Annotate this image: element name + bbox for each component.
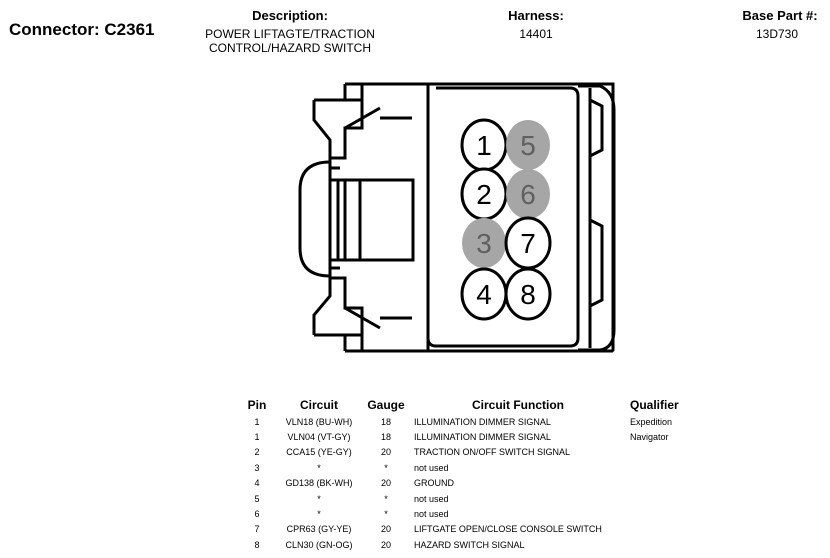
pin-7-cavity: 7 — [504, 216, 552, 270]
table-row: 4 GD138 (BK-WH) 20 GROUND — [238, 476, 694, 491]
cell-pin: 2 — [254, 447, 260, 458]
header-qualifier: Qualifier — [630, 398, 679, 412]
cell-function: ILLUMINATION DIMMER SIGNAL — [414, 416, 551, 427]
pin-8-label: 8 — [520, 279, 536, 310]
cell-gauge: * — [384, 462, 388, 473]
cell-gauge: 20 — [380, 539, 391, 550]
cell-qualifier — [626, 506, 694, 521]
cell-function: GROUND — [414, 478, 454, 489]
harness-value: 14401 — [519, 27, 553, 41]
description-line-2: CONTROL/HAZARD SWITCH — [209, 41, 371, 55]
cell-qualifier: Navigator — [630, 432, 669, 443]
cell-function: LIFTGATE OPEN/CLOSE CONSOLE SWITCH — [414, 524, 602, 535]
cell-qualifier — [626, 522, 694, 537]
cell-gauge: 18 — [380, 432, 391, 443]
header-gauge: Gauge — [367, 398, 405, 412]
connector-face-diagram: 1 2 3 4 5 6 7 8 — [298, 82, 616, 353]
cell-pin: 6 — [254, 509, 260, 520]
cell-pin: 4 — [254, 478, 260, 489]
connector-title: Connector: C2361 — [9, 20, 155, 39]
cell-circuit: CPR63 (GY-YE) — [286, 524, 352, 535]
pin-5-cavity: 5 — [506, 120, 550, 170]
header-circuit: Circuit — [299, 398, 338, 412]
pin-4-cavity: 4 — [460, 267, 508, 321]
cell-qualifier — [626, 460, 694, 475]
pin-7-label: 7 — [520, 228, 536, 259]
cell-circuit: * — [317, 509, 321, 520]
table-row: 6 * * not used — [238, 506, 694, 521]
header-circuit-function: Circuit Function — [472, 398, 564, 412]
cell-pin: 8 — [254, 539, 260, 550]
cell-gauge: 20 — [380, 524, 391, 535]
pin-5-label: 5 — [520, 130, 536, 161]
cell-circuit: * — [317, 462, 321, 473]
pin-1-cavity: 1 — [460, 118, 508, 172]
table-row: 5 * * not used — [238, 491, 694, 506]
cell-circuit: VLN18 (BU-WH) — [285, 416, 353, 427]
pin-2-label: 2 — [476, 179, 492, 210]
cell-circuit: VLN04 (VT-GY) — [287, 432, 351, 443]
cell-pin: 3 — [254, 462, 260, 473]
pin-5-circle — [506, 120, 550, 170]
pin-table: Pin Circuit Gauge Circuit Function Quali… — [238, 398, 694, 553]
table-row: 3 * * not used — [238, 460, 694, 475]
pin-3-label: 3 — [476, 228, 492, 259]
pin-layer: 1 2 3 4 5 6 7 8 — [460, 118, 552, 321]
description-line-1: POWER LIFTAGTE/TRACTION — [205, 27, 375, 41]
base-part-value: 13D730 — [755, 27, 799, 41]
connector-housing-outline — [298, 82, 616, 353]
harness-label: Harness: — [508, 8, 564, 23]
pin-1-label: 1 — [476, 130, 492, 161]
cell-gauge: 20 — [380, 447, 391, 458]
pin-2-cavity: 2 — [460, 167, 508, 221]
cell-gauge: 18 — [380, 416, 391, 427]
base-part-label: Base Part #: — [742, 8, 818, 23]
pin-3-cavity: 3 — [462, 218, 506, 268]
cell-circuit: CCA15 (YE-GY) — [286, 447, 352, 458]
cell-function: not used — [414, 509, 449, 520]
pin-6-circle — [506, 169, 550, 219]
table-row: 1 VLN04 (VT-GY) 18 ILLUMINATION DIMMER SIGN… — [238, 429, 694, 444]
cell-function: ILLUMINATION DIMMER SIGNAL — [414, 432, 551, 443]
table-row: 1 VLN18 (BU-WH) 18 ILLUMINATION DIMMER SIGN… — [238, 414, 694, 429]
cell-qualifier — [626, 476, 694, 491]
cell-function: TRACTION ON/OFF SWITCH SIGNAL — [414, 447, 571, 458]
cell-qualifier — [626, 445, 694, 460]
table-row: 7 CPR63 (GY-YE) 20 LIFTGATE OPEN/CLOSE CONS… — [238, 522, 694, 537]
cell-circuit: CLN30 (GN-OG) — [285, 539, 353, 550]
cell-pin: 7 — [254, 524, 260, 535]
pin-4-label: 4 — [476, 279, 492, 310]
cell-gauge: * — [384, 493, 388, 504]
table-row: 2 CCA15 (YE-GY) 20 TRACTION ON/OFF SWITCH S… — [238, 445, 694, 460]
cell-pin: 1 — [254, 416, 260, 427]
description-label: Description: — [252, 8, 328, 23]
cell-circuit: * — [317, 493, 321, 504]
description-value: POWER LIFTAGTE/TRACTION CONTROL/HAZARD S… — [180, 27, 400, 55]
cell-qualifier: Expedition — [630, 416, 673, 427]
cell-function: not used — [414, 493, 449, 504]
cell-function: HAZARD SWITCH SIGNAL — [414, 539, 525, 550]
pin-3-circle — [462, 218, 506, 268]
cell-pin: 1 — [254, 432, 260, 443]
header-pin: Pin — [247, 398, 267, 412]
cell-gauge: 20 — [380, 478, 391, 489]
cell-function: not used — [414, 462, 449, 473]
cell-gauge: * — [384, 509, 388, 520]
pin-8-cavity: 8 — [504, 267, 552, 321]
cell-qualifier — [626, 491, 694, 506]
table-row: 8 CLN30 (GN-OG) 20 HAZARD SWITCH SIGNAL — [238, 537, 694, 552]
cell-pin: 5 — [254, 493, 260, 504]
cell-circuit: GD138 (BK-WH) — [285, 478, 353, 489]
pin-6-cavity: 6 — [506, 169, 550, 219]
pin-6-label: 6 — [520, 179, 536, 210]
pin-table-header-row: Pin Circuit Gauge Circuit Function Quali… — [238, 398, 694, 414]
pin-8-circle — [504, 267, 552, 321]
cell-qualifier — [626, 537, 694, 552]
